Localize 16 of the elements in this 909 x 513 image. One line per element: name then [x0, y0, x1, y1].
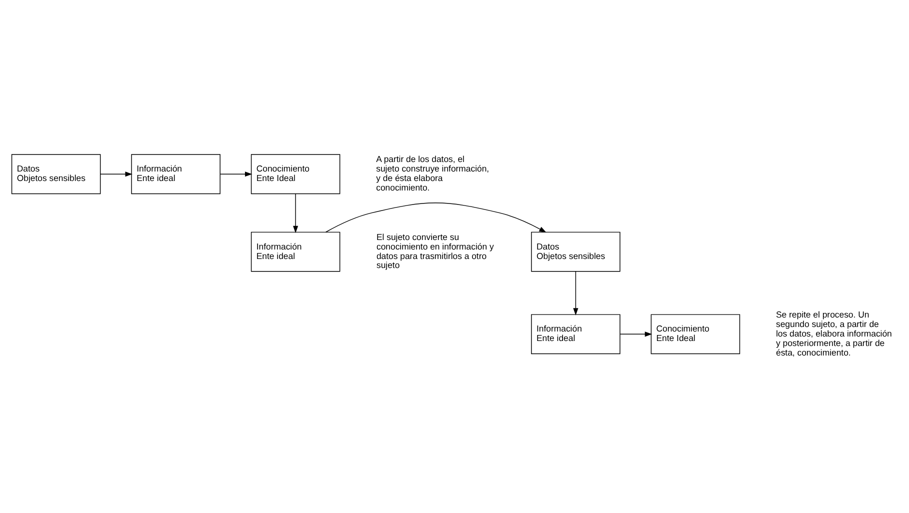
- arrow: [573, 271, 578, 316]
- label: El sujeto convierte su conocimiento en información y datos para trasmitirlos a otro sujeto: [376, 232, 494, 270]
- arrow: [100, 172, 132, 177]
- node-box: Información Ente ideal: [531, 314, 620, 354]
- node-box: Datos Objetos sensibles: [11, 154, 101, 194]
- node-box: Conocimiento Ente Ideal: [650, 314, 740, 354]
- node-box: Datos Objetos sensibles: [531, 232, 620, 272]
- arrow: [293, 194, 298, 234]
- label: Se repite el proceso. Un segundo sujeto, a partir de los datos, elabora información y posteriormente, a partir de ésta, conocimiento.: [776, 310, 892, 358]
- node-box: Información Ente ideal: [250, 232, 340, 272]
- arrow: [325, 202, 546, 233]
- label: A partir de los datos, el sujeto construye información, y de ésta elabora conocimiento.: [376, 154, 490, 193]
- node-box: Información Ente ideal: [131, 154, 220, 194]
- node-box: Conocimiento Ente Ideal: [250, 154, 340, 194]
- arrow: [220, 172, 252, 177]
- arrow: [620, 332, 652, 337]
